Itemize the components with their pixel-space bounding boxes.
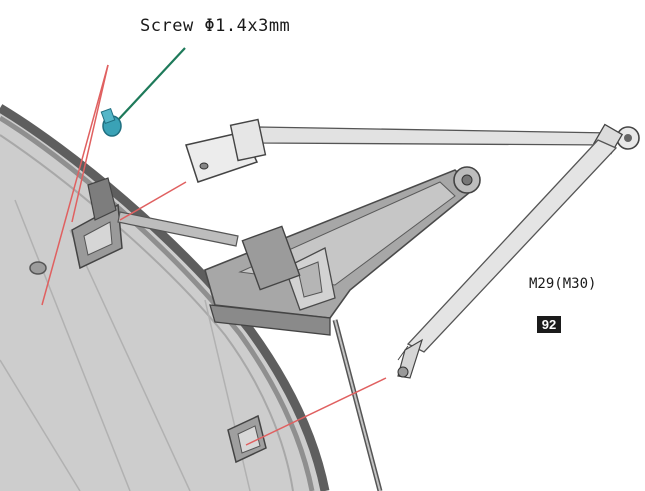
dish-panel: [0, 104, 330, 491]
part-number-badge: 92: [537, 316, 561, 333]
guide-lines: [41, 64, 387, 446]
support-strut: [117, 211, 383, 491]
part-label: M29(M30): [529, 276, 597, 292]
mount-slot-lower: [227, 414, 267, 464]
screw-label: Screw Φ1.4x3mm: [140, 16, 291, 36]
upper-arm: [185, 118, 640, 183]
screw-icon: [100, 108, 122, 137]
screw-leader-line: [117, 47, 186, 121]
feed-support-bracket: [204, 166, 481, 336]
mount-slot-upper: [71, 177, 123, 270]
diagonal-arm: [397, 139, 618, 379]
